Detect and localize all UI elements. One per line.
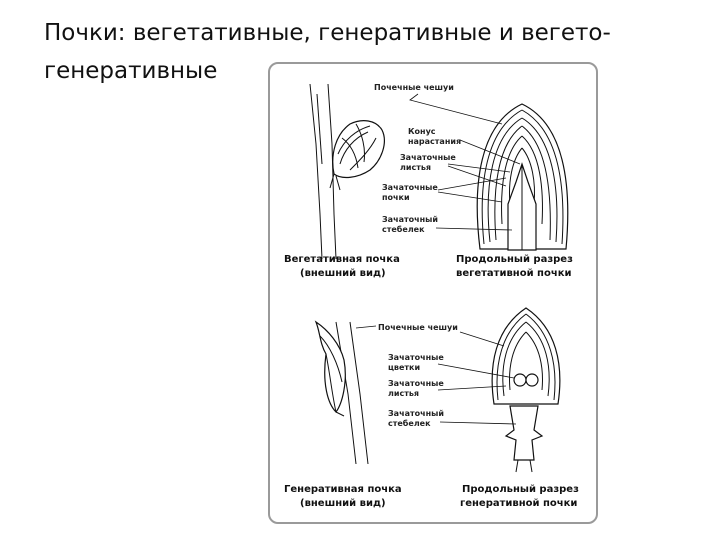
label-bud-scales-top: Почечные чешуи bbox=[374, 83, 454, 92]
caption-vegetative-section-line1: Продольный разрез bbox=[456, 254, 573, 265]
label-embryonic-stem-top-line2: стебелек bbox=[382, 224, 425, 234]
caption-vegetative-bud-line2: (внешний вид) bbox=[300, 268, 386, 279]
label-embryonic-leaves-bottom-line2: листья bbox=[388, 389, 419, 398]
caption-generative-bud-line2: (внешний вид) bbox=[300, 498, 386, 509]
label-embryonic-stem-top-line1: Зачаточный bbox=[382, 215, 438, 224]
vegetative-bud-external-illustration bbox=[310, 84, 384, 259]
caption-generative-section-line1: Продольный разрез bbox=[462, 484, 579, 495]
label-embryonic-stem-bottom-line2: стебелек bbox=[388, 418, 431, 428]
vegetative-bud-section-illustration bbox=[477, 104, 568, 250]
bud-diagram-svg: Почечные чешуи Конус нарастания Зачаточн… bbox=[270, 64, 600, 526]
label-embryonic-leaves-bottom-line1: Зачаточные bbox=[388, 379, 444, 388]
generative-bud-external-illustration bbox=[316, 322, 368, 464]
label-embryonic-flowers-line1: Зачаточные bbox=[388, 353, 444, 362]
caption-vegetative-section-line2: вегетативной почки bbox=[456, 268, 572, 279]
generative-bud-section-illustration bbox=[492, 308, 560, 472]
label-embryonic-buds-line2: почки bbox=[382, 193, 410, 202]
label-embryonic-stem-bottom-line1: Зачаточный bbox=[388, 409, 444, 418]
label-embryonic-leaves-top-line1: Зачаточные bbox=[400, 153, 456, 162]
caption-vegetative-bud-line1: Вегетативная почка bbox=[284, 254, 400, 265]
bud-diagram-figure: Почечные чешуи Конус нарастания Зачаточн… bbox=[268, 62, 598, 524]
label-embryonic-leaves-top-line2: листья bbox=[400, 163, 431, 172]
label-embryonic-buds-line1: Зачаточные bbox=[382, 183, 438, 192]
label-growth-cone-line2: нарастания bbox=[408, 137, 461, 146]
label-bud-scales-bottom: Почечные чешуи bbox=[378, 323, 458, 332]
caption-generative-section-line2: генеративной почки bbox=[460, 498, 577, 509]
caption-generative-bud-line1: Генеративная почка bbox=[284, 484, 402, 495]
label-embryonic-flowers-line2: цветки bbox=[388, 363, 420, 372]
label-growth-cone-line1: Конус bbox=[408, 127, 436, 136]
